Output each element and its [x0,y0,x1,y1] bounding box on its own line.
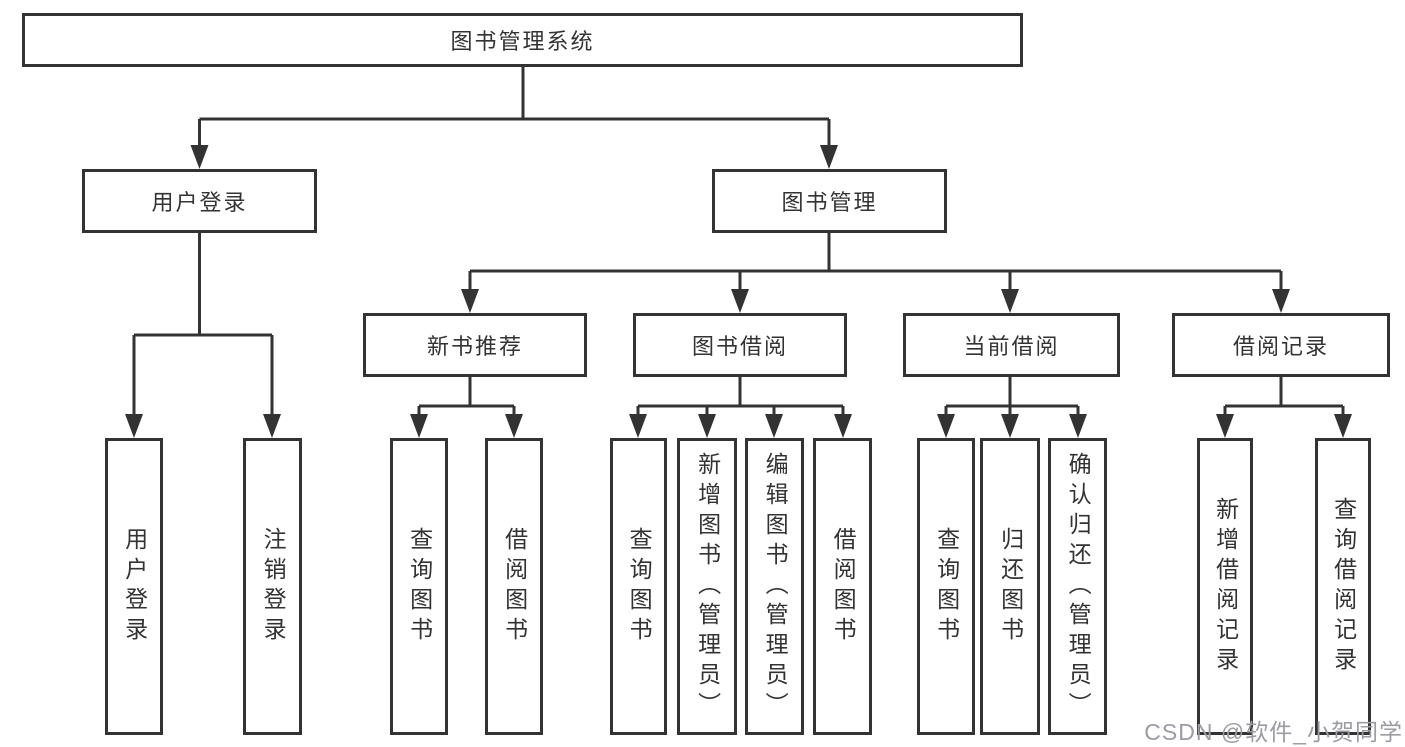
leaf-label: 注销登录 [260,526,287,647]
arrowhead [190,145,209,169]
arrowhead [1216,414,1234,438]
leaf-query-books-current: 查询图书 [917,438,975,735]
arrowhead [1272,289,1290,313]
arrowhead [698,414,716,438]
leaf-add-borrow-record: 新增借阅记录 [1197,438,1253,735]
leaf-label: 编辑图书（管理员） [762,451,789,722]
node-label: 新书推荐 [426,334,523,359]
leaf-borrow-books-borrowing: 借阅图书 [813,438,872,735]
leaf-label: 确认归还（管理员） [1065,451,1092,722]
leaf-add-book-admin: 新增图书（管理员） [677,438,737,735]
leaf-label: 借阅图书 [830,526,857,647]
leaf-label: 查询图书 [406,526,433,647]
arrowhead [1001,289,1019,313]
arrowhead [505,414,523,438]
node-new-book-recommendation: 新书推荐 [363,313,587,377]
node-label: 图书借阅 [691,334,788,359]
leaf-label: 用户登录 [121,526,148,647]
arrowhead [765,414,783,438]
leaf-edit-book-admin: 编辑图书（管理员） [745,438,804,735]
csdn-watermark: CSDN @软件_小贺同学 [1144,719,1403,745]
node-label: 图书管理系统 [450,29,595,54]
arrowhead [731,289,749,313]
node-book-management: 图书管理 [712,169,947,233]
leaf-label: 归还图书 [997,526,1024,647]
node-label: 图书管理 [781,190,878,215]
leaf-borrow-books-recommend: 借阅图书 [485,438,543,735]
node-label: 用户登录 [151,190,248,215]
arrowhead [410,414,428,438]
arrowhead [1069,414,1087,438]
arrowhead [1334,414,1352,438]
leaf-label: 新增借阅记录 [1212,496,1239,677]
node-book-borrowing: 图书借阅 [633,313,847,377]
leaf-query-books-borrowing: 查询图书 [610,438,667,735]
arrowhead [834,414,852,438]
node-label: 当前借阅 [963,334,1060,359]
leaf-label: 查询借阅记录 [1330,496,1357,677]
arrowhead [461,289,479,313]
arrowhead [263,414,281,438]
arrowhead [125,414,143,438]
node-borrowing-records: 借阅记录 [1172,313,1390,377]
leaf-label: 新增图书（管理员） [694,451,721,722]
leaf-query-books-recommend: 查询图书 [390,438,448,735]
node-user-login: 用户登录 [82,169,317,233]
leaf-return-book: 归还图书 [980,438,1040,735]
node-current-borrowing: 当前借阅 [903,313,1120,377]
connector-path [132,67,1345,419]
leaf-logout: 注销登录 [243,438,302,735]
node-label: 借阅记录 [1232,334,1329,359]
leaf-label: 查询图书 [626,526,653,647]
node-library-management-system: 图书管理系统 [22,13,1023,67]
leaf-label: 借阅图书 [501,526,528,647]
leaf-confirm-return-admin: 确认归还（管理员） [1048,438,1107,735]
arrowhead [1001,414,1019,438]
leaf-user-login: 用户登录 [105,438,163,735]
leaf-label: 查询图书 [933,526,960,647]
arrowhead [937,414,955,438]
leaf-query-borrow-record: 查询借阅记录 [1315,438,1371,735]
arrowhead [820,145,838,169]
arrowhead [629,414,647,438]
